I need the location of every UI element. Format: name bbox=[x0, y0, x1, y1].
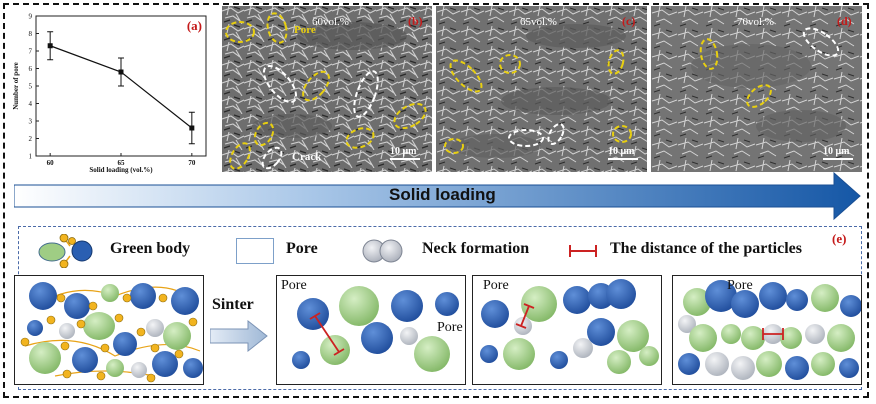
panel-b-label: (b) bbox=[408, 14, 423, 28]
legend-row: Green body Pore Neck formation The dista… bbox=[30, 231, 860, 270]
x-tick-label: 65 bbox=[118, 159, 126, 167]
y-tick-label: 5 bbox=[29, 83, 33, 91]
pore-marker bbox=[607, 49, 625, 75]
data-point bbox=[118, 69, 124, 75]
crack-marker bbox=[508, 129, 544, 147]
y-tick-label: 3 bbox=[29, 118, 33, 126]
scale-bar-label: 10 μm bbox=[823, 146, 850, 157]
panel-b-sem: 60vol.% (b) Pore Crack 10 μm bbox=[222, 6, 432, 172]
x-tick-label: 70 bbox=[188, 159, 196, 167]
panel-e-label: (e) bbox=[832, 231, 847, 246]
y-tick-label: 7 bbox=[29, 48, 33, 56]
panel-c-caption: 65vol.% bbox=[520, 16, 557, 28]
distance-icon bbox=[569, 245, 597, 257]
legend-distance: The distance of the particles bbox=[610, 240, 802, 257]
pore-marker bbox=[266, 12, 288, 44]
y-tick-label: 9 bbox=[29, 13, 33, 21]
x-tick-label: 60 bbox=[47, 159, 55, 167]
panel-c-sem: 65vol.% (c) 10 μm bbox=[436, 6, 647, 172]
right-arrow-icon bbox=[210, 320, 268, 352]
crack-annotation: Crack bbox=[292, 151, 322, 163]
pore-marker bbox=[499, 54, 521, 74]
panel-b-caption: 60vol.% bbox=[312, 16, 349, 28]
y-tick-label: 8 bbox=[29, 30, 33, 38]
arrow-label: Solid loading bbox=[389, 185, 496, 204]
pore-marker bbox=[253, 121, 275, 147]
pore-icon bbox=[236, 238, 274, 264]
pore-marker bbox=[444, 138, 464, 154]
crack-marker bbox=[261, 146, 283, 170]
legend-green-body: Green body bbox=[110, 240, 191, 257]
scale-bar-label: 10 μm bbox=[390, 146, 417, 157]
pore-annotation: Pore bbox=[294, 24, 316, 36]
green-body-icon bbox=[38, 234, 93, 268]
y-axis-label: Number of pore bbox=[12, 62, 20, 110]
sinter-label: Sinter bbox=[212, 296, 254, 313]
figure-frame bbox=[3, 3, 869, 398]
y-tick-label: 4 bbox=[29, 100, 33, 108]
x-axis-label: Solid loading (vol.%) bbox=[89, 166, 153, 174]
data-point bbox=[189, 125, 195, 131]
legend-neck: Neck formation bbox=[422, 240, 530, 257]
pore-label: Pore bbox=[437, 320, 463, 335]
panel-a-label: (a) bbox=[187, 18, 202, 33]
sinter-arrow: Sinter bbox=[210, 296, 270, 358]
pore-marker bbox=[746, 84, 772, 108]
pore-label: Pore bbox=[727, 278, 753, 293]
pore-marker bbox=[393, 102, 427, 130]
schematic-green-body bbox=[14, 275, 204, 385]
y-tick-label: 1 bbox=[29, 153, 33, 161]
pore-label: Pore bbox=[281, 278, 307, 293]
panel-d-sem: 70vol.% (d) 10 μm bbox=[651, 6, 862, 172]
panel-c-label: (c) bbox=[622, 14, 636, 28]
pore-marker bbox=[225, 21, 255, 43]
panel-d-label: (d) bbox=[837, 14, 852, 28]
legend-pore: Pore bbox=[286, 240, 318, 257]
crack-marker bbox=[353, 70, 379, 118]
schematic-70: Pore bbox=[672, 275, 862, 385]
schematic-60: Pore Pore bbox=[276, 275, 466, 385]
panel-d-caption: 70vol.% bbox=[737, 16, 774, 28]
pore-marker bbox=[699, 38, 719, 70]
data-point bbox=[47, 43, 53, 49]
neck-formation-icon bbox=[362, 239, 403, 263]
scale-bar-label: 10 μm bbox=[608, 146, 635, 157]
schematic-65: Pore bbox=[472, 275, 662, 385]
pore-marker bbox=[229, 142, 251, 170]
y-tick-label: 2 bbox=[29, 135, 33, 143]
y-tick-label: 6 bbox=[29, 65, 33, 73]
pore-label: Pore bbox=[483, 278, 509, 293]
pore-marker bbox=[612, 125, 632, 143]
pore-marker bbox=[302, 70, 330, 102]
pore-marker bbox=[345, 127, 375, 149]
solid-loading-arrow: Solid loading bbox=[13, 171, 862, 221]
